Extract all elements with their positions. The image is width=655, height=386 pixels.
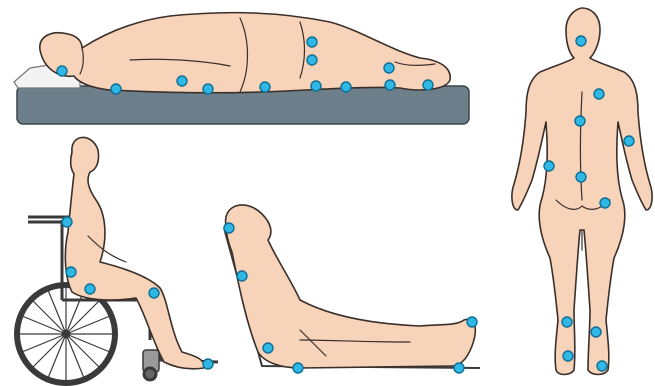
pressure-point bbox=[597, 361, 607, 371]
pressure-point bbox=[385, 80, 395, 90]
pressure-point bbox=[224, 223, 234, 233]
wheelchair-figure-group bbox=[17, 137, 218, 383]
pressure-point bbox=[454, 363, 464, 373]
pressure-point bbox=[307, 37, 317, 47]
pressure-point bbox=[177, 76, 187, 86]
pressure-point bbox=[591, 327, 601, 337]
standing-figure-group bbox=[512, 8, 652, 375]
pressure-point bbox=[594, 89, 604, 99]
pressure-point bbox=[57, 66, 67, 76]
pressure-point bbox=[260, 82, 270, 92]
pressure-point bbox=[66, 267, 76, 277]
pressure-point bbox=[576, 172, 586, 182]
pressure-point bbox=[563, 351, 573, 361]
pressure-point bbox=[62, 217, 72, 227]
pressure-point bbox=[341, 82, 351, 92]
pressure-point bbox=[384, 63, 394, 73]
pressure-point bbox=[307, 55, 317, 65]
pressure-point bbox=[467, 317, 477, 327]
pressure-point bbox=[203, 84, 213, 94]
pressure-point bbox=[562, 317, 572, 327]
pressure-point bbox=[293, 363, 303, 373]
lying-figure-group bbox=[14, 13, 469, 124]
wheel-spokes bbox=[19, 287, 113, 381]
pressure-point bbox=[111, 84, 121, 94]
pressure-point bbox=[149, 288, 159, 298]
pressure-point bbox=[203, 359, 213, 369]
pressure-point bbox=[600, 198, 610, 208]
reclined-figure-group bbox=[224, 205, 480, 373]
pressure-point bbox=[576, 36, 586, 46]
pressure-point bbox=[624, 136, 634, 146]
pressure-point bbox=[544, 161, 554, 171]
pressure-point bbox=[263, 343, 273, 353]
pressure-point bbox=[575, 116, 585, 126]
pressure-point bbox=[237, 271, 247, 281]
pressure-point bbox=[311, 81, 321, 91]
pressure-point bbox=[423, 80, 433, 90]
reclined-body bbox=[226, 205, 476, 368]
pressure-point bbox=[85, 284, 95, 294]
